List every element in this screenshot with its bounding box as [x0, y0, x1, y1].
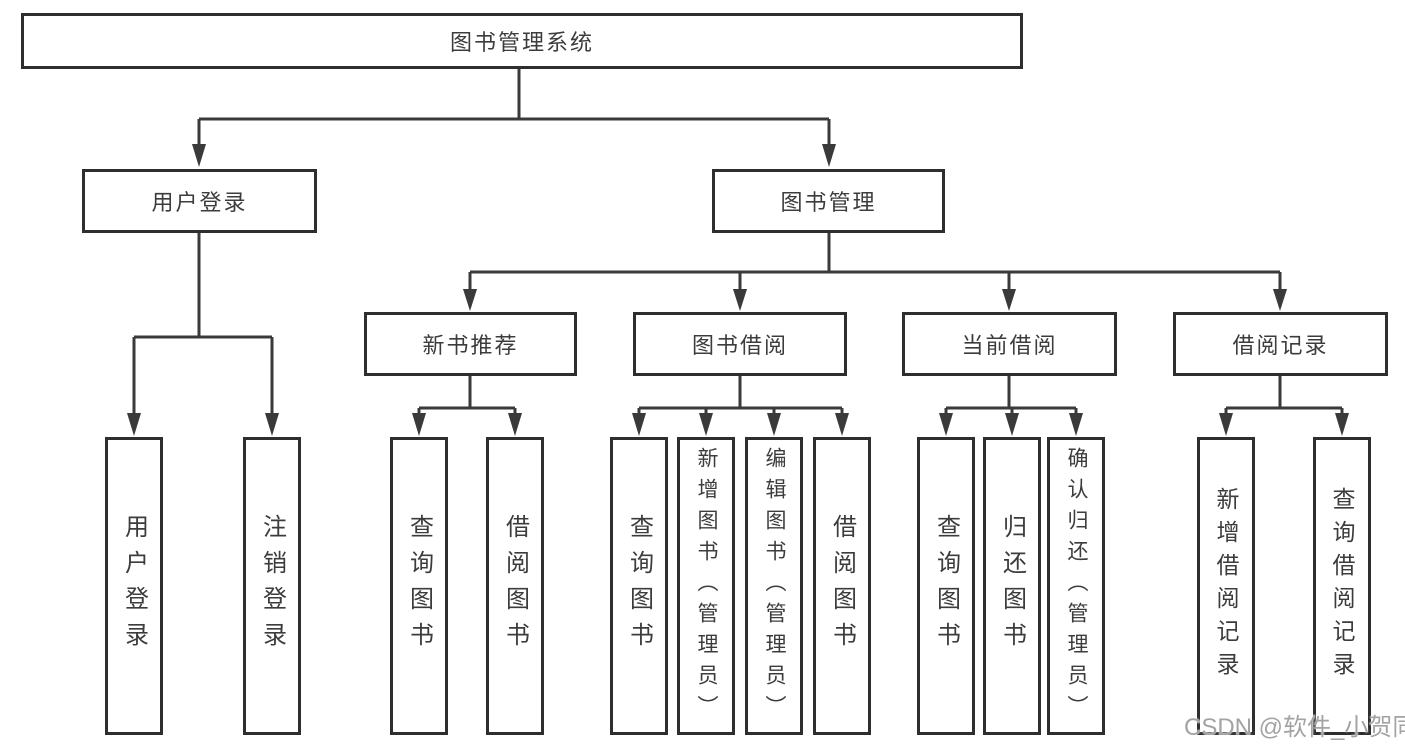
leaf-edit-books-admin: 编辑图书（管理员） — [745, 437, 803, 735]
leaf-borrow-books-recommend: 借阅图书 — [486, 437, 544, 735]
arrow-down-icon — [822, 144, 836, 167]
leaf-return-books: 归还图书 — [983, 437, 1041, 735]
arrow-down-icon — [463, 289, 477, 311]
arrow-down-icon — [1273, 289, 1287, 311]
arrow-down-icon — [508, 413, 522, 436]
leaf-query-borrow-record: 查询借阅记录 — [1313, 437, 1371, 735]
arrow-down-icon — [412, 413, 426, 436]
leaf-confirm-return-admin: 确认归还（管理员） — [1047, 437, 1105, 735]
arrow-down-icon — [835, 413, 849, 436]
arrow-down-icon — [939, 413, 953, 436]
node-current-borrowing: 当前借阅 — [902, 312, 1117, 376]
arrow-down-icon — [733, 289, 747, 311]
arrow-down-icon — [192, 144, 206, 167]
node-library-management-system: 图书管理系统 — [21, 13, 1023, 69]
arrow-down-icon — [1069, 413, 1083, 436]
node-borrowing-records: 借阅记录 — [1173, 312, 1388, 376]
leaf-user-login: 用户登录 — [105, 437, 163, 735]
leaf-add-borrow-record: 新增借阅记录 — [1197, 437, 1255, 735]
node-book-borrowing: 图书借阅 — [633, 312, 847, 376]
arrow-down-icon — [1002, 289, 1016, 311]
leaf-logout: 注销登录 — [243, 437, 301, 735]
node-user-login: 用户登录 — [82, 169, 317, 233]
leaf-query-books-current: 查询图书 — [917, 437, 975, 735]
arrow-down-icon — [1005, 413, 1019, 436]
node-new-book-recommend: 新书推荐 — [364, 312, 577, 376]
arrow-down-icon — [632, 413, 646, 436]
leaf-query-books-recommend: 查询图书 — [390, 437, 448, 735]
arrow-down-icon — [767, 413, 781, 436]
arrow-down-icon — [265, 413, 279, 436]
leaf-borrow-books-borrowing: 借阅图书 — [813, 437, 871, 735]
csdn-watermark: CSDN @软件_小贺同学 — [1184, 714, 1405, 741]
arrow-down-icon — [1335, 413, 1349, 436]
leaf-query-books-borrowing: 查询图书 — [610, 437, 668, 735]
leaf-add-books-admin: 新增图书（管理员） — [677, 437, 735, 735]
arrow-down-icon — [699, 413, 713, 436]
node-book-management: 图书管理 — [712, 169, 945, 233]
arrow-down-icon — [127, 413, 141, 436]
arrow-down-icon — [1219, 413, 1233, 436]
